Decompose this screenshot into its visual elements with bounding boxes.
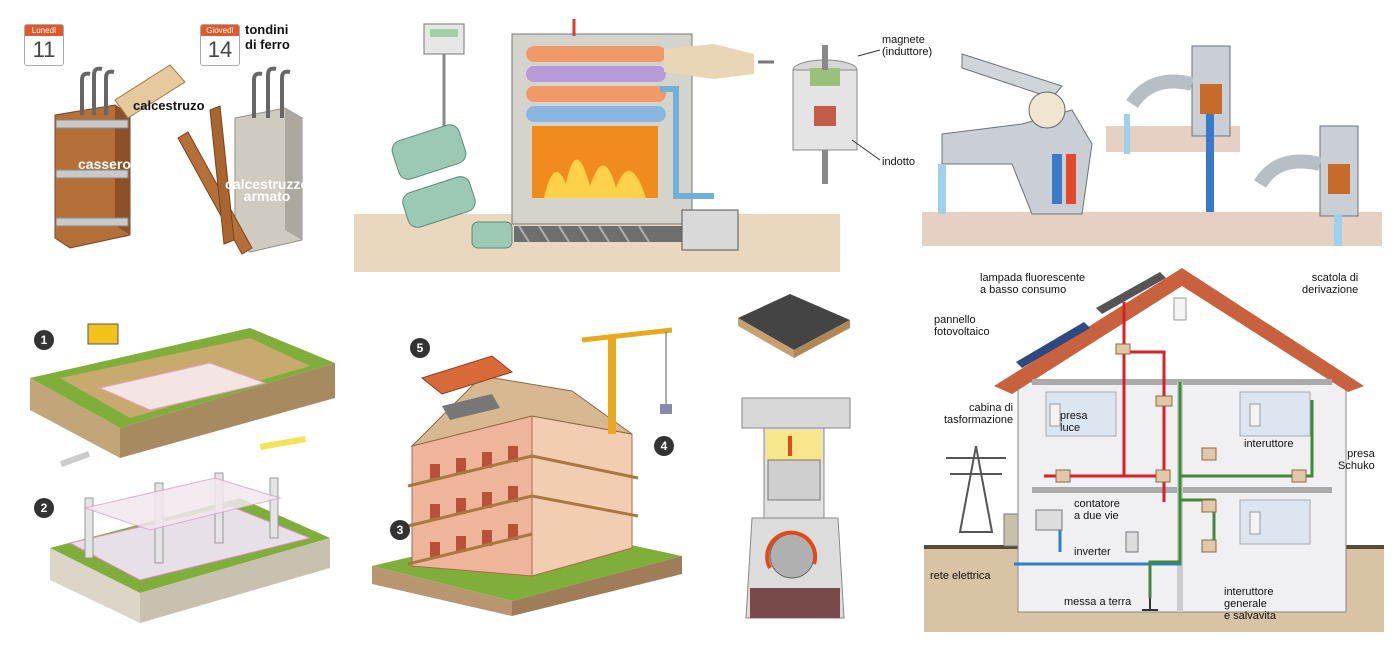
calendar-icon-thursday: Giovedì 14 bbox=[200, 24, 240, 66]
water-pipe bbox=[660, 86, 714, 199]
counter bbox=[922, 212, 1382, 246]
faucet-lever bbox=[961, 53, 1063, 99]
piston-icon bbox=[767, 459, 821, 501]
faucet-illustration bbox=[922, 45, 1382, 246]
formwork-panel: Lunedì 11 Giovedì 14 tondini di ferro ca… bbox=[20, 20, 320, 260]
excavator-icon bbox=[87, 323, 119, 345]
label-indotto: indotto bbox=[882, 156, 916, 168]
pillar bbox=[84, 497, 94, 559]
scaffolding bbox=[407, 454, 639, 566]
lamp-icon bbox=[1049, 297, 1261, 535]
label-pannello: pannello fotovoltaico bbox=[934, 314, 990, 338]
label-contatore: contatore a due vie bbox=[1074, 498, 1120, 522]
flame-icon bbox=[544, 159, 646, 198]
step-badge-4: 4 bbox=[654, 436, 674, 456]
building-illustration bbox=[372, 327, 682, 616]
formwork-illustration bbox=[54, 64, 303, 255]
combustion-chamber bbox=[766, 430, 822, 460]
label-calcestruzzo-armato: calcestruzzo armato bbox=[225, 176, 310, 204]
pipe-icon bbox=[259, 436, 307, 450]
label-calcestruzo: calcestruzo bbox=[133, 98, 205, 113]
boiler-panel bbox=[354, 14, 840, 272]
concrete-chute bbox=[114, 64, 186, 119]
clamp bbox=[55, 119, 129, 129]
roof-tiles bbox=[420, 355, 514, 395]
step-badge-2: 2 bbox=[34, 498, 54, 518]
magnet-icon bbox=[810, 68, 840, 86]
label-presa-luce: presa luce bbox=[1060, 410, 1088, 434]
armature-icon bbox=[814, 106, 836, 126]
junction-box bbox=[1055, 343, 1307, 553]
roof bbox=[994, 268, 1364, 394]
faucet-panel bbox=[922, 14, 1382, 246]
label-lampada: lampada fluorescente a basso consumo bbox=[980, 272, 1086, 296]
label-generale: interuttore generale e salvavita bbox=[1224, 586, 1276, 622]
calendar-icon-monday: Lunedì 11 bbox=[24, 24, 64, 66]
water-stream bbox=[938, 164, 946, 214]
exchanger-pipe bbox=[526, 46, 666, 62]
windows bbox=[430, 446, 518, 558]
label-inverter: inverter bbox=[1074, 546, 1111, 558]
building-panel: 5 4 3 bbox=[372, 316, 690, 616]
label-magnete: magnete (induttore) bbox=[882, 34, 933, 58]
step-badge-3: 3 bbox=[390, 520, 410, 540]
roof-frame bbox=[410, 375, 633, 447]
house-electrical-illustration bbox=[924, 268, 1384, 632]
foundation-panel: 1 2 bbox=[30, 318, 340, 628]
label-cabina: cabina di tasformazione bbox=[944, 402, 1014, 426]
floor-slab bbox=[83, 477, 282, 531]
foundation-plan bbox=[98, 362, 267, 411]
engine-panel bbox=[730, 288, 860, 628]
label-rete: rete elettrica bbox=[930, 570, 991, 582]
induction-panel: magnete (induttore) indotto bbox=[770, 20, 933, 200]
asphalt-layer-icon bbox=[738, 294, 850, 350]
engine-illustration bbox=[738, 294, 851, 619]
rotation-arrow-icon bbox=[765, 530, 818, 569]
rebar-icon bbox=[80, 66, 115, 115]
solar-panel-icon bbox=[1016, 322, 1090, 368]
crane-icon bbox=[608, 338, 616, 434]
label-scatola: scatola di derivazione bbox=[1302, 272, 1359, 296]
ash-bin bbox=[681, 209, 739, 251]
label-tondini: tondini di ferro bbox=[245, 22, 290, 52]
step-badge-5: 5 bbox=[410, 338, 430, 358]
label-schuko: presa Schuko bbox=[1338, 448, 1375, 472]
inverter-icon bbox=[1125, 531, 1139, 553]
foundation-illustration bbox=[30, 323, 335, 623]
induction-illustration bbox=[792, 45, 881, 184]
house-panel: lampada fluorescente a basso consumo sca… bbox=[924, 262, 1384, 632]
label-interuttore: interuttore bbox=[1244, 438, 1294, 450]
flue-smoke bbox=[664, 44, 754, 79]
label-messa: messa a terra bbox=[1064, 596, 1132, 608]
motor-icon bbox=[391, 124, 467, 180]
label-cassero: cassero bbox=[78, 156, 131, 172]
step-badge-1: 1 bbox=[34, 330, 54, 350]
biomass-boiler-illustration bbox=[354, 19, 840, 272]
pylon-icon bbox=[958, 445, 994, 533]
meter-icon bbox=[1035, 509, 1063, 531]
control-panel-icon bbox=[423, 23, 465, 55]
